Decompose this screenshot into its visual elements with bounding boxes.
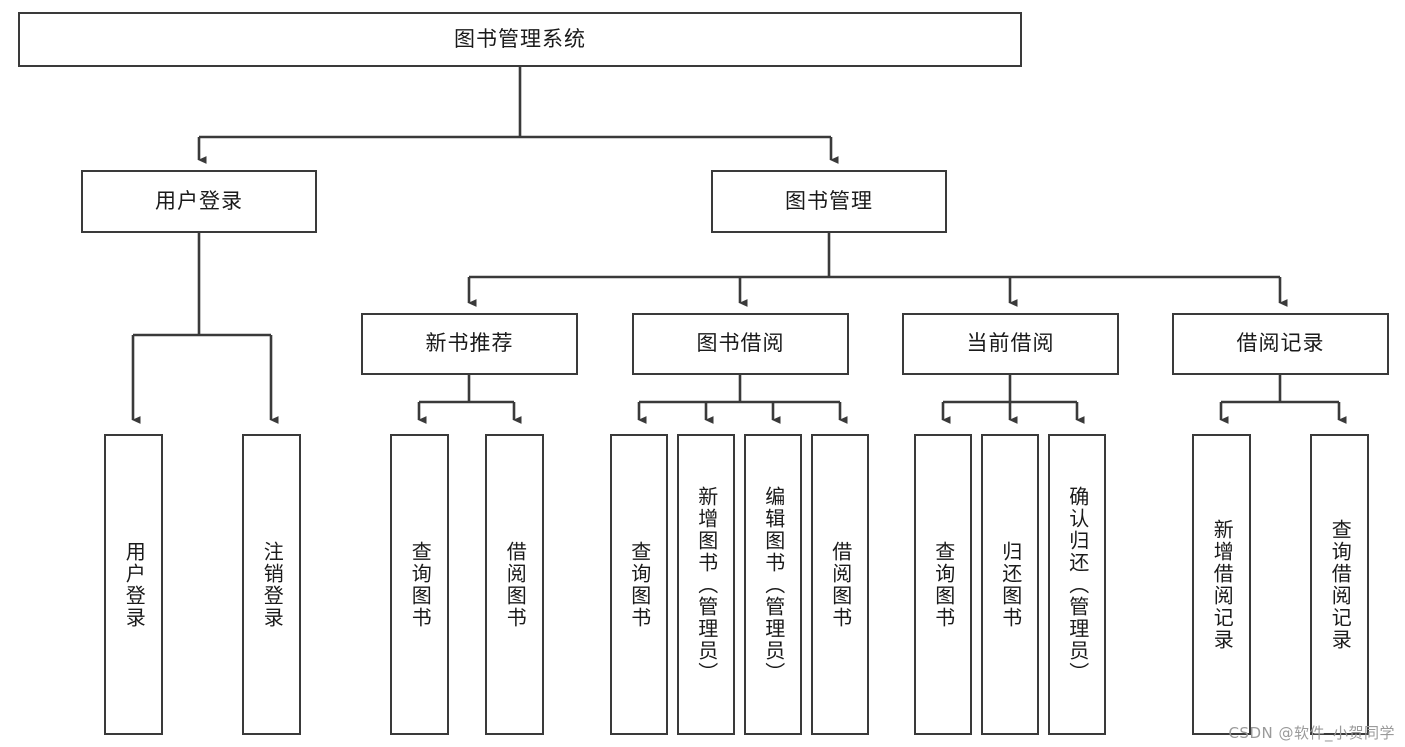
node-leaf-return-book[interactable]: 归还图书 <box>981 434 1039 735</box>
node-leaf-edit-book-admin[interactable]: 编辑图书（管理员） <box>744 434 802 735</box>
watermark: CSDN @软件_小贺同学 <box>1228 724 1395 742</box>
node-label: 查询图书 <box>408 540 433 629</box>
node-leaf-query-book-recommend[interactable]: 查询图书 <box>390 434 449 735</box>
node-label: 新增借阅记录 <box>1210 518 1235 651</box>
node-label: 借阅图书 <box>503 540 528 629</box>
node-leaf-borrow-book-recommend[interactable]: 借阅图书 <box>485 434 544 735</box>
node-label: 确认归还（管理员） <box>1065 485 1090 684</box>
node-label: 借阅图书 <box>828 540 853 629</box>
node-label: 归还图书 <box>998 540 1023 629</box>
node-label: 图书管理 <box>785 188 873 213</box>
node-label: 借阅记录 <box>1236 331 1325 356</box>
node-label: 新书推荐 <box>425 331 514 356</box>
node-leaf-borrow-book[interactable]: 借阅图书 <box>811 434 869 735</box>
node-label: 查询图书 <box>627 540 652 629</box>
node-leaf-add-borrow-record[interactable]: 新增借阅记录 <box>1192 434 1251 735</box>
node-leaf-query-book-current[interactable]: 查询图书 <box>914 434 972 735</box>
node-leaf-add-book-admin[interactable]: 新增图书（管理员） <box>677 434 735 735</box>
node-leaf-user-login[interactable]: 用户登录 <box>104 434 163 735</box>
node-label: 新增图书（管理员） <box>694 485 719 684</box>
node-leaf-logout[interactable]: 注销登录 <box>242 434 301 735</box>
node-book-management[interactable]: 图书管理 <box>711 170 947 233</box>
node-label: 当前借阅 <box>966 331 1055 356</box>
node-borrow-record[interactable]: 借阅记录 <box>1172 313 1389 375</box>
node-leaf-query-book-borrow[interactable]: 查询图书 <box>610 434 668 735</box>
node-label: 图书借阅 <box>696 331 785 356</box>
node-label: 查询借阅记录 <box>1328 518 1353 651</box>
node-label: 用户登录 <box>122 540 147 629</box>
node-label: 查询图书 <box>931 540 956 629</box>
node-user-login[interactable]: 用户登录 <box>81 170 317 233</box>
node-label: 图书管理系统 <box>454 26 586 51</box>
node-leaf-query-borrow-record[interactable]: 查询借阅记录 <box>1310 434 1369 735</box>
node-new-book-recommend[interactable]: 新书推荐 <box>361 313 578 375</box>
node-label: 编辑图书（管理员） <box>761 485 786 684</box>
node-label: 注销登录 <box>260 540 285 629</box>
node-label: 用户登录 <box>155 188 243 213</box>
node-book-borrow[interactable]: 图书借阅 <box>632 313 849 375</box>
node-leaf-confirm-return-admin[interactable]: 确认归还（管理员） <box>1048 434 1106 735</box>
node-current-borrow[interactable]: 当前借阅 <box>902 313 1119 375</box>
node-root-book-management-system[interactable]: 图书管理系统 <box>18 12 1022 67</box>
